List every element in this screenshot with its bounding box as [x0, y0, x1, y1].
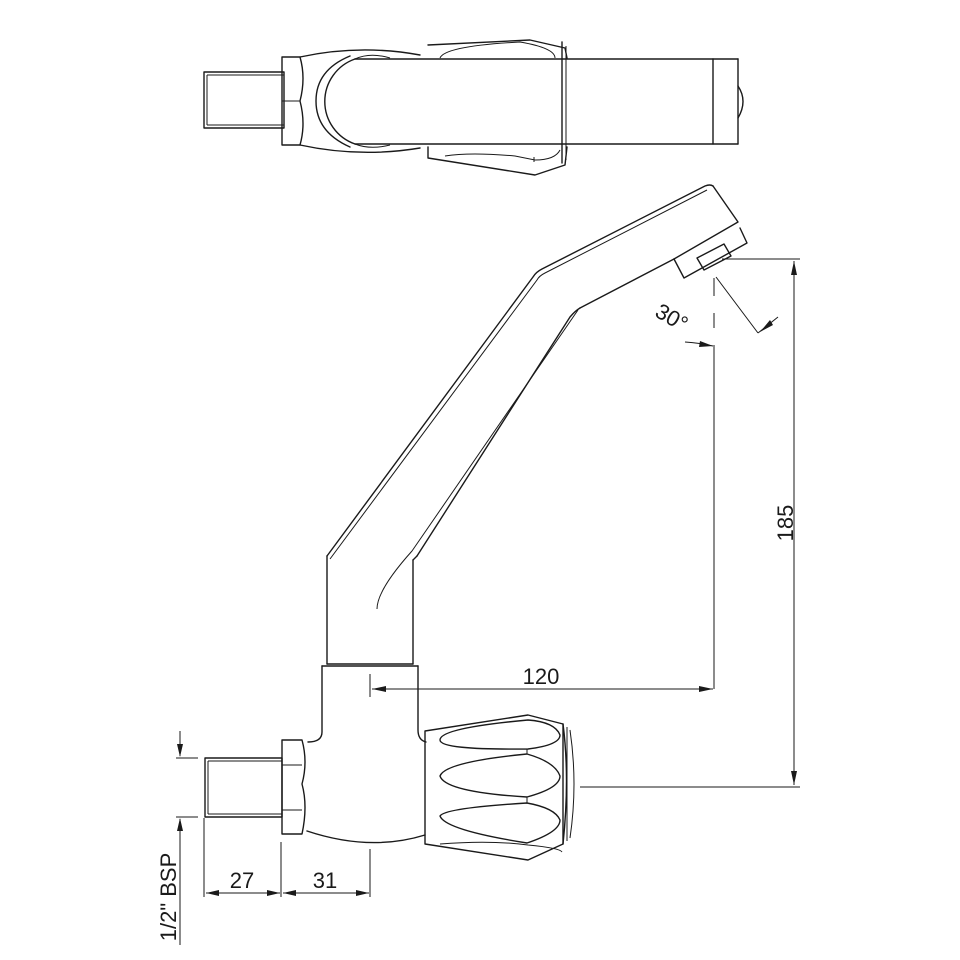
top-inlet-thread — [203, 71, 285, 129]
valve-body — [306, 665, 427, 844]
side-view — [204, 184, 748, 861]
dim-body-offset: 31 — [283, 849, 371, 897]
dim-inlet-thread: 1/2" BSP — [156, 731, 198, 945]
dim-label-bsp: 1/2" BSP — [156, 853, 181, 942]
knob-handle — [424, 714, 575, 861]
dim-label-185: 185 — [773, 505, 798, 542]
dim-thread-length: 27 — [203, 818, 282, 897]
top-view — [203, 39, 744, 176]
dim-spout-angle: 30° — [651, 276, 779, 347]
dim-spout-reach: 120 — [369, 664, 713, 697]
top-hex-nut — [281, 56, 304, 146]
inlet-thread — [204, 757, 283, 818]
top-handle-knob — [427, 39, 568, 176]
top-spout — [354, 58, 744, 145]
dim-label-31: 31 — [313, 868, 337, 893]
spout — [326, 184, 748, 665]
dim-label-30deg: 30° — [651, 298, 692, 336]
dim-overall-height: 185 — [580, 258, 800, 788]
dim-label-120: 120 — [523, 664, 560, 689]
dim-label-27: 27 — [230, 868, 254, 893]
hex-nut — [281, 739, 306, 835]
top-body — [299, 49, 421, 154]
